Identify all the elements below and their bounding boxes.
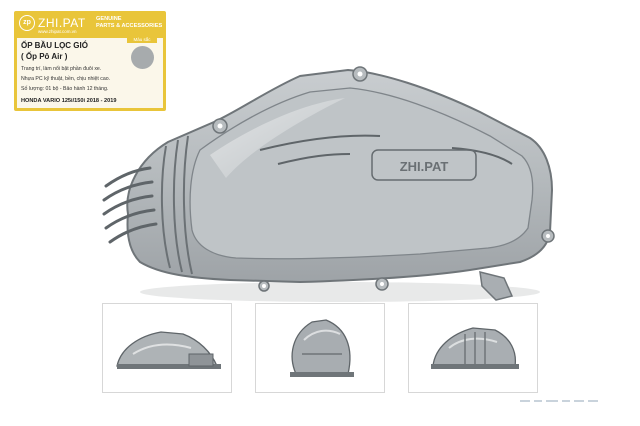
tab-holes	[217, 71, 550, 288]
brand-name: ZHI.PAT	[38, 16, 86, 30]
model-compatibility: HONDA VARIO 125i/150i 2018 - 2019	[21, 98, 117, 104]
description-line-1: Trang trí, làm nổi bật phần đuôi xe.	[21, 66, 102, 72]
description-line-3: Số lượng: 01 bộ - Bảo hành 12 tháng.	[21, 86, 109, 92]
thumbnail-rear-image	[290, 319, 354, 377]
thumbnail-side-view[interactable]	[102, 303, 232, 393]
emboss-logo-text: ZHI.PAT	[400, 159, 449, 174]
tagline-line-2: PARTS & ACCESSORIES	[96, 23, 163, 29]
curved-ribs	[259, 134, 513, 165]
product-title: ỐP BẦU LỌC GIÓ	[21, 41, 88, 50]
vertical-ribs	[160, 135, 193, 275]
vent-slats	[102, 166, 158, 244]
brand-logo-icon: zp	[19, 15, 35, 31]
color-label: Màu sắc	[127, 36, 157, 43]
cover-highlight	[210, 98, 345, 178]
description-line-2: Nhựa PC kỹ thuật, bền, chịu nhiệt cao.	[21, 76, 111, 82]
emboss-plate	[371, 149, 477, 181]
thumbnail-angled-view[interactable]	[408, 303, 538, 393]
color-swatch	[131, 46, 154, 69]
thumbnail-side-image	[116, 331, 221, 369]
product-shadow	[140, 282, 540, 302]
tagline-line-1: GENUINE	[96, 16, 122, 22]
product-label-card: zp ZHI.PAT www.zhipat.com.vn GENUINE PAR…	[14, 11, 166, 111]
product-subtitle: ( Ốp Pô Air )	[21, 52, 68, 61]
thumbnail-angled-image	[431, 327, 519, 369]
thumbnail-rear-view[interactable]	[255, 303, 385, 393]
brand-url: www.zhipat.com.vn	[38, 29, 77, 34]
faint-watermark-mark	[520, 400, 598, 402]
brand-tagline: GENUINE PARTS & ACCESSORIES	[96, 16, 162, 30]
cover-nozzle	[479, 271, 514, 301]
